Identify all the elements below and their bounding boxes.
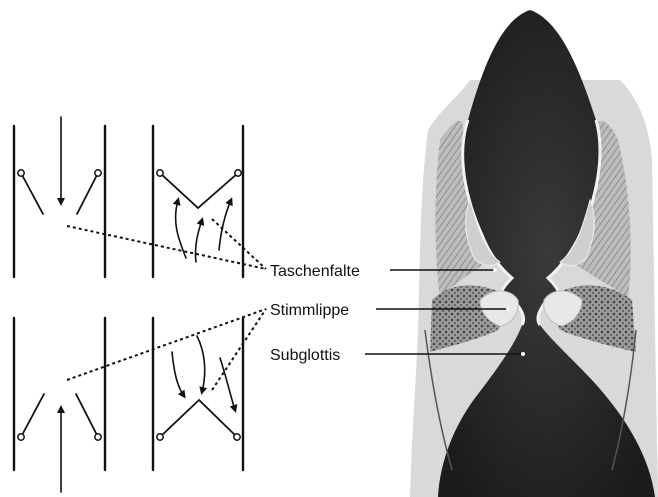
panel-bottom-left	[14, 318, 105, 492]
larynx-cross-section	[410, 10, 658, 497]
fold-right	[76, 394, 98, 437]
fold-left	[21, 394, 44, 437]
vortex-arrow-center	[197, 336, 205, 392]
vortex-arrow-right	[219, 200, 231, 250]
leader-panel3-to-stimmlippe	[67, 309, 266, 380]
leader-lines	[67, 219, 266, 390]
vortex-arrow-center	[195, 220, 202, 262]
vortex-arrow-left	[176, 200, 186, 258]
label-stimmlippe: Stimmlippe	[270, 302, 349, 319]
fold-pivot-left	[18, 434, 24, 440]
fold-pivot-left	[18, 170, 24, 176]
label-subglottis: Subglottis	[270, 347, 340, 364]
folds-v-shape	[160, 173, 238, 208]
labels: Taschenfalte Stimmlippe Subglottis	[268, 258, 388, 365]
pointer-dot-subglottis	[521, 352, 525, 356]
fold-pivot-right	[235, 170, 241, 176]
fold-pivot-right	[234, 434, 240, 440]
folds-inverted-v-shape	[160, 400, 237, 437]
label-taschenfalte: Taschenfalte	[270, 263, 360, 280]
leader-panel4-to-stimmlippe	[212, 309, 266, 390]
panel-top-left	[14, 117, 105, 277]
pointer-dot-stimmlippe	[506, 307, 510, 311]
vortex-arrow-right	[220, 358, 235, 410]
fold-pivot-left	[157, 434, 163, 440]
fold-pivot-right	[95, 170, 101, 176]
panel-bottom-right	[153, 318, 243, 470]
pointer-dot-taschenfalte	[493, 268, 497, 272]
vortex-arrow-left	[172, 352, 184, 396]
fold-pivot-right	[95, 434, 101, 440]
fold-pivot-left	[157, 170, 163, 176]
leader-panel1-to-taschenfalte	[67, 226, 266, 269]
fold-right	[77, 173, 98, 214]
schematic-panels	[14, 117, 243, 492]
fold-left	[21, 173, 43, 214]
